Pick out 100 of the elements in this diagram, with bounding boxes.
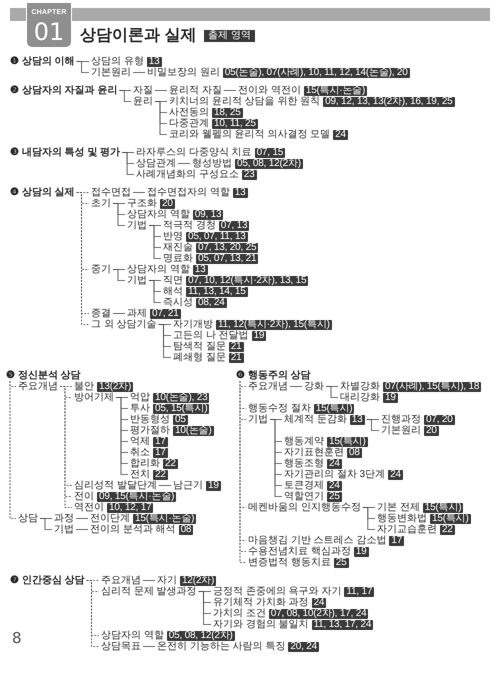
topic-label: 기본원리	[381, 425, 421, 436]
exam-year-tag: 11, 17	[344, 586, 374, 596]
exam-year-tag: 09, 12, 13, 13(2차), 16, 19, 25	[323, 96, 455, 106]
exam-year-tag: 05(논술), 07(사례), 10, 11, 12, 14(논술), 20	[222, 68, 410, 78]
topic-label: 방어기제	[72, 392, 116, 403]
exam-year-tag: 13	[192, 264, 208, 274]
topic-label: 행동수정 절차	[248, 403, 311, 414]
topic-label: 반동형성	[130, 414, 170, 425]
topic-label: 불안	[74, 381, 94, 392]
exam-year-tag: 10(논술)	[173, 426, 214, 436]
topic-label: 라자루스의 다중양식 치료	[136, 147, 252, 158]
exam-year-tag: 05, 07, 13, 21	[196, 254, 258, 264]
exam-area-tag: 출제 영역	[204, 30, 255, 42]
exam-year-tag: 07, 20	[424, 414, 455, 424]
tree-connector	[76, 529, 88, 530]
topic-label: 투사	[130, 403, 150, 414]
topic-label: 자기교습훈련	[377, 524, 437, 535]
topic-label: 윤리적 자질	[167, 85, 224, 96]
topic-label: 즉시성	[163, 297, 193, 308]
topic-label: 기법	[52, 524, 76, 535]
tree-connector	[122, 152, 134, 175]
topic-label: 전이와 역전이	[238, 85, 301, 96]
topic-label: 역전이	[74, 502, 104, 513]
exam-year-tag: 19	[383, 392, 398, 402]
topic-label: 억압	[130, 392, 150, 403]
exam-year-tag: 13	[146, 56, 162, 66]
topic-label: 자기	[157, 575, 177, 586]
topic-label: 유기체적 가치화 과정	[213, 597, 309, 608]
exam-year-tag: 10, 11, 25	[212, 118, 258, 128]
topic-label: 토큰경제	[284, 480, 324, 491]
exam-year-tag: 10, 12, 17	[107, 502, 154, 512]
topic-label: 가치의 조건	[213, 608, 266, 619]
exam-year-tag: 17	[389, 536, 404, 546]
topic-label: 기법	[246, 414, 270, 425]
topic-label: 과제	[127, 308, 147, 319]
topic-label: 전이의 분석과 해석	[90, 524, 176, 535]
topic-label: 행동조형	[284, 458, 324, 469]
topic-label: 전치	[130, 469, 150, 480]
tree-connector	[158, 324, 172, 358]
topic-label: 고든의 나 전달법	[173, 330, 249, 341]
tree-connector	[148, 225, 162, 259]
topic-label: 기법	[125, 275, 149, 286]
topic-label: 평가절하	[130, 425, 170, 436]
exam-year-tag: 08	[178, 524, 194, 534]
tree-connector	[76, 61, 90, 73]
topic-label: 주요개념	[16, 381, 60, 392]
exam-year-tag: 07, 10, 12(특시·2차), 13, 15	[186, 276, 308, 286]
topic-label: 접수면접	[89, 187, 133, 198]
exam-year-tag: 24	[327, 458, 342, 468]
exam-year-tag: 18, 25	[212, 108, 243, 118]
section-heading: ❺ 정신분석 상담	[4, 370, 83, 381]
exam-year-tag: 24	[312, 598, 326, 608]
section-heading: ❸ 내담자의 특성 및 평가	[8, 147, 122, 158]
topic-label: 남근기	[173, 480, 203, 491]
tree-connector	[362, 507, 376, 530]
exam-year-tag: 07(사례), 15(특시), 18	[383, 382, 482, 392]
exam-year-tag: 08, 24	[196, 298, 227, 308]
tree-connector	[112, 269, 126, 281]
exam-year-tag: 11, 12(특시·2차), 15(특시)	[216, 320, 332, 330]
exam-year-tag: 09, 15(특시·논술)	[97, 492, 176, 502]
exam-year-tag: 07, 08, 10(2차), 17, 24	[268, 608, 368, 618]
topic-label: 탐색적 질문	[173, 341, 226, 352]
chapter-number: 01	[34, 19, 64, 45]
topic-label: 행동변화법	[377, 513, 427, 524]
exam-year-tag: 12(2차)	[180, 576, 216, 586]
tree-connector	[154, 101, 168, 135]
tree-connector	[178, 163, 190, 164]
exam-year-tag: 05	[173, 414, 188, 424]
topic-label: 접수면접자의 역할	[147, 187, 230, 198]
tree-connector	[86, 580, 100, 647]
topic-label: 진행과정	[381, 414, 421, 425]
topic-label: 주요개념	[246, 381, 290, 392]
exam-year-tag: 10(논술), 23	[153, 392, 210, 402]
exam-year-tag: 21	[228, 342, 244, 352]
tree-connector	[290, 386, 302, 387]
topic-label: 주요개념	[99, 575, 143, 586]
tree-connector	[40, 518, 52, 530]
exam-year-tag: 24	[388, 470, 403, 480]
page-number: 8	[12, 630, 22, 646]
topic-label: 비밀보장의 원리	[147, 67, 220, 78]
exam-year-tag: 19	[206, 480, 221, 490]
topic-label: 상담자의 역할	[101, 630, 164, 641]
exam-year-tag: 15(특시)	[314, 404, 354, 414]
topic-label: 초기	[89, 198, 113, 209]
exam-year-tag: 25	[327, 492, 342, 502]
topic-label: 온전히 기능하는 사람의 특징	[157, 641, 286, 652]
exam-year-tag: 15(특시)	[327, 436, 368, 446]
exam-year-tag: 05, 08, 12(2차)	[235, 158, 303, 168]
tree-connector	[142, 580, 156, 581]
tree-connector	[112, 203, 126, 226]
topic-label: 대리강화	[340, 392, 380, 403]
exam-year-tag: 15(특시)	[430, 514, 471, 524]
topic-label: 적극적 경청	[163, 220, 216, 231]
topic-label: 억제	[130, 436, 150, 447]
exam-year-tag: 05, 07, 11, 13	[186, 232, 248, 242]
tree-connector	[158, 485, 172, 486]
topic-label: 긍정적 존중에의 욕구와 자기	[213, 586, 342, 597]
exam-year-tag: 07, 13, 20, 25	[196, 242, 258, 252]
topic-label: 명료화	[163, 253, 193, 264]
tree-connector	[154, 90, 168, 91]
